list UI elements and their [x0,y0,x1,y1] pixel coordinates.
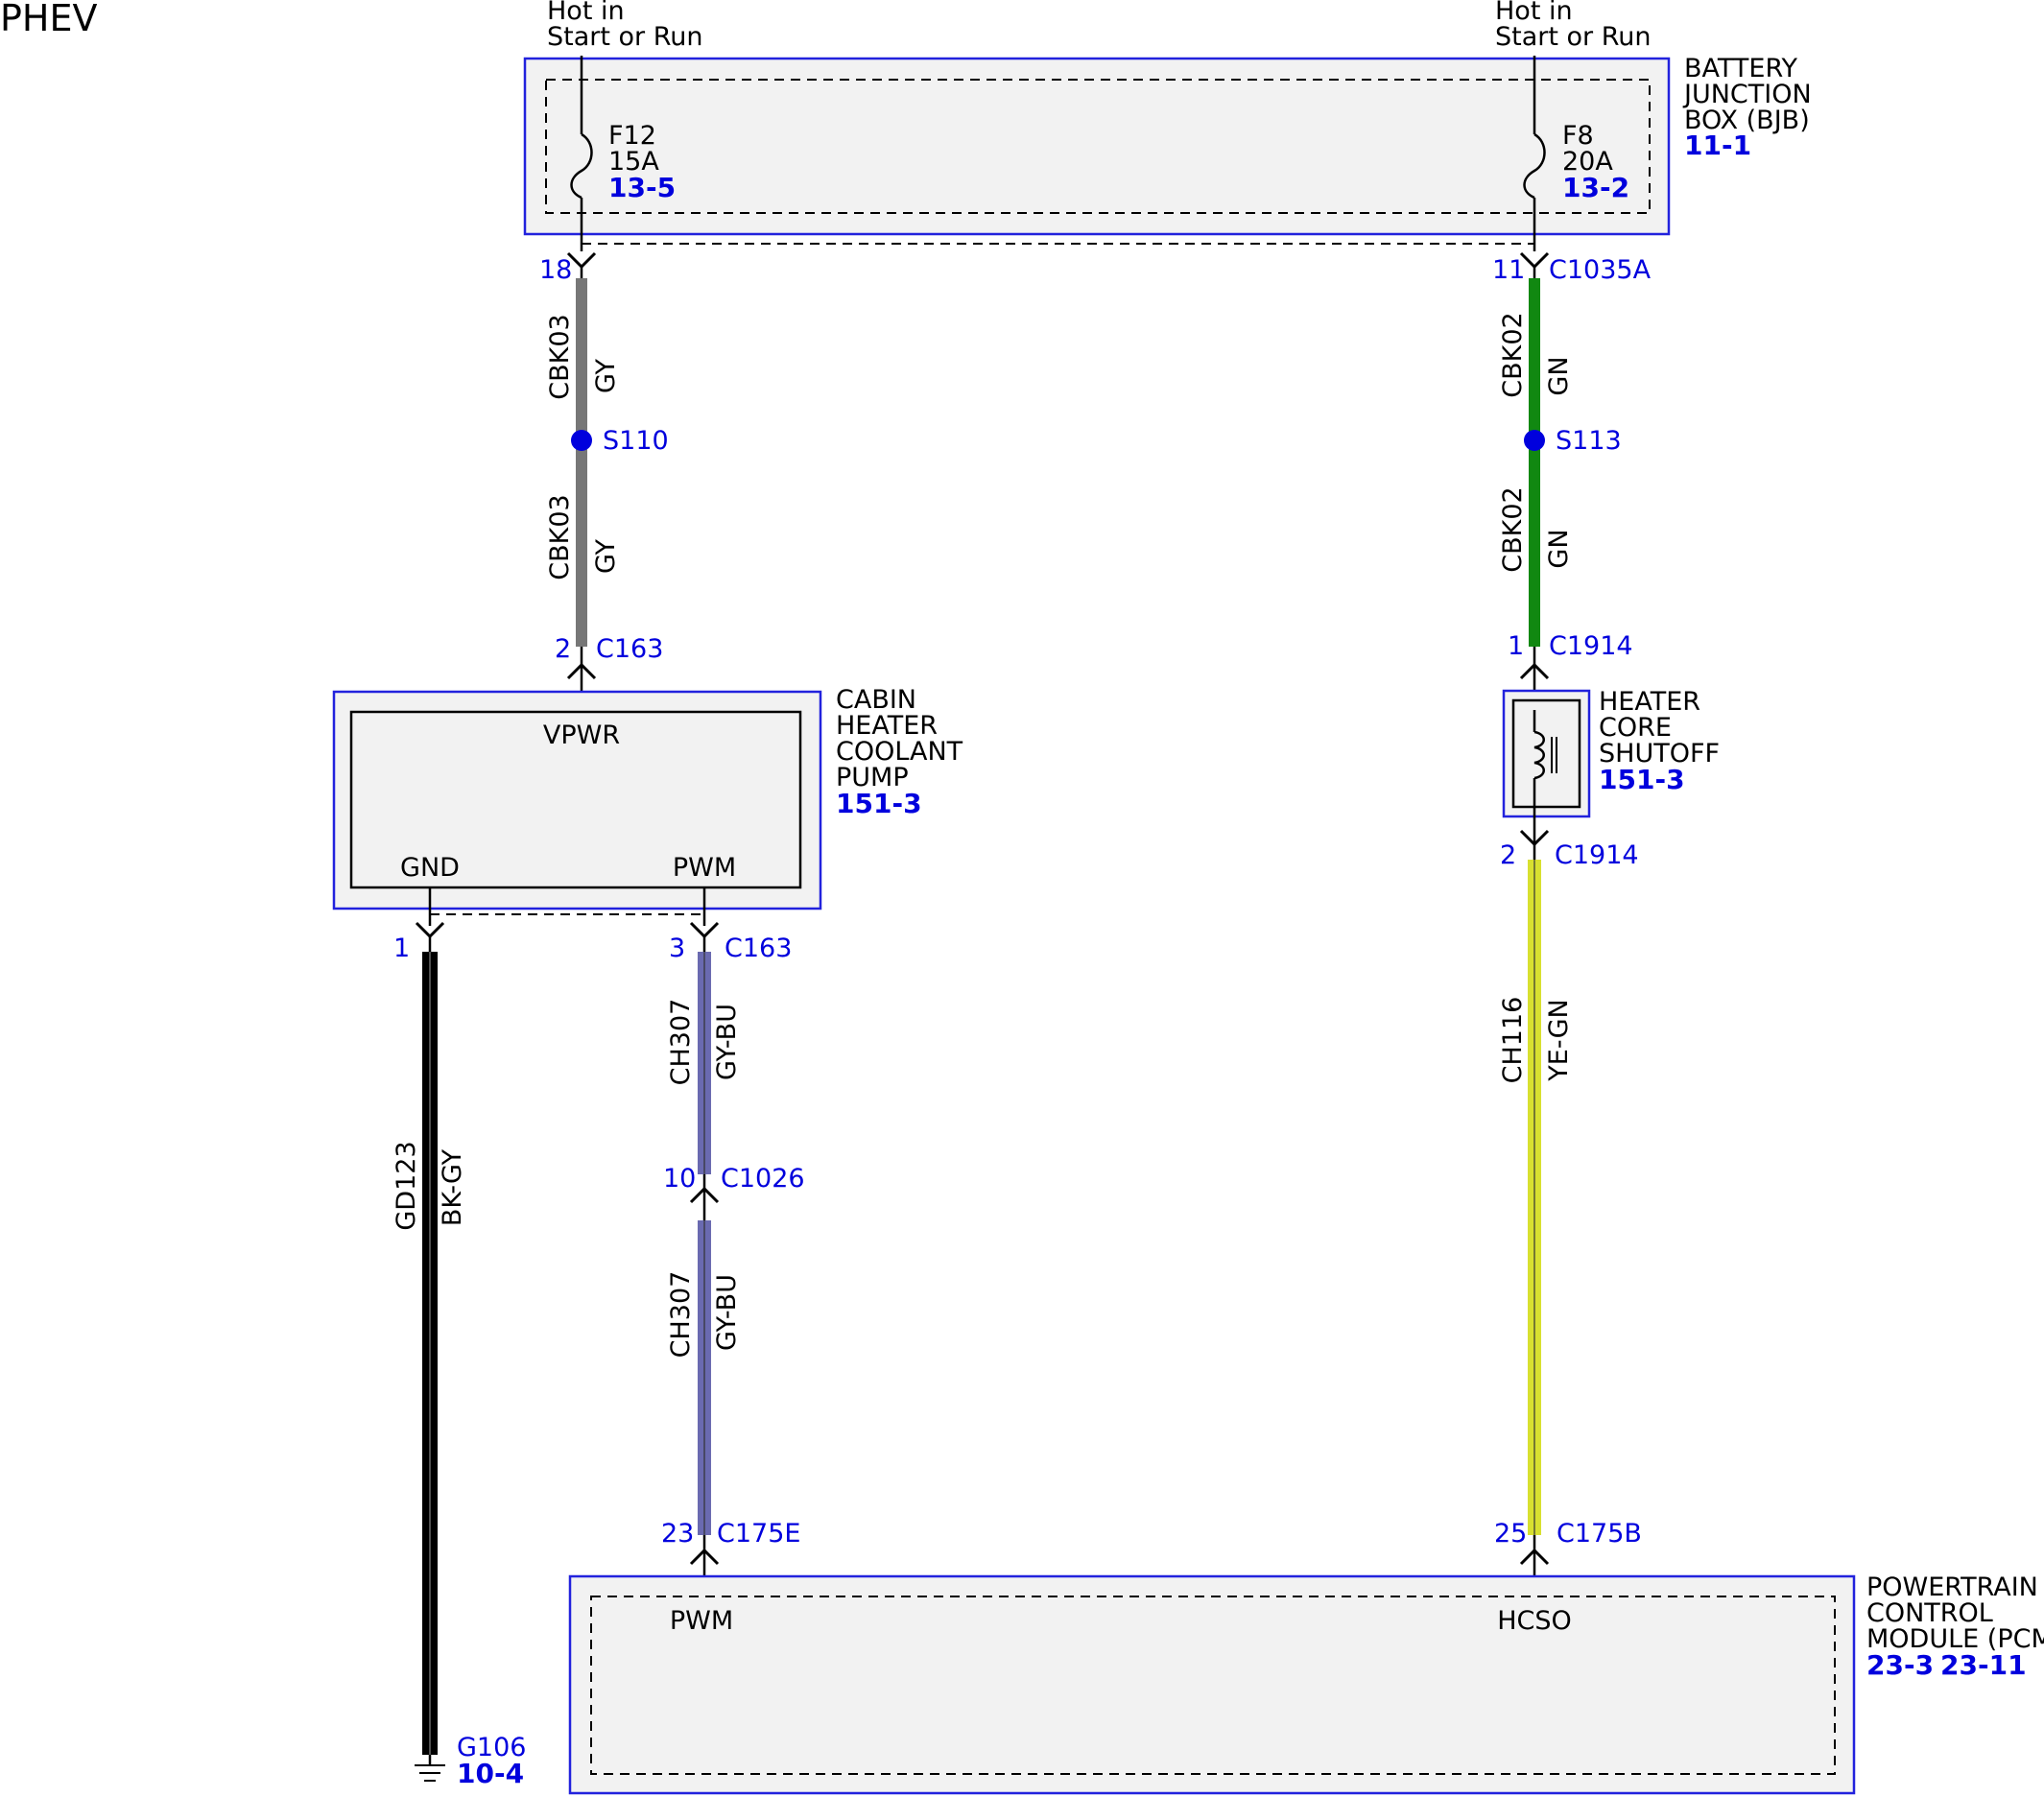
connector-c175b-icon [1519,1548,1550,1566]
wire-cbk02-upper-color: GN [1544,356,1574,395]
connector-c175e-pin: 23 [661,1519,694,1549]
pcm-name-line2: CONTROL [1866,1598,1993,1628]
connector-c1026-pin: 10 [663,1164,696,1194]
wire-cbk03-lower-circuit: CBK03 [545,494,575,579]
wire-cbk03-upper-color: GY [591,358,621,393]
ground-ref: 10-4 [457,1758,524,1789]
wire-cbk02-lower-circuit: CBK02 [1498,486,1528,572]
wire-cbk02-upper-circuit: CBK02 [1498,312,1528,397]
bjb-ref: 11-1 [1684,130,1751,161]
pcm-name-line3: MODULE (PCM) [1866,1624,2044,1654]
pcm-name-line1: POWERTRAIN [1866,1572,2038,1602]
splice-s110 [571,430,592,451]
fuse-f12-ref: 13-5 [608,172,676,203]
connector-c1914-2-name: C1914 [1555,840,1639,870]
bjb-name-line1: BATTERY [1684,54,1798,83]
pump-name-line4: PUMP [836,763,909,792]
bjb-name-line2: JUNCTION [1682,80,1812,109]
pump-pin-pwm: PWM [673,853,736,883]
cabin-heater-coolant-pump [332,690,822,910]
connector-c1914-2-pin: 2 [1500,840,1516,870]
heater-core-shutoff [1502,689,1591,842]
diagram-title: PHEV [0,0,98,39]
solenoid-coil-icon [1533,730,1545,780]
pcm-pin-pwm: PWM [670,1606,733,1636]
fuse-f12-name: F12 [608,121,656,151]
wire-ch116-color: YE-GN [1544,999,1574,1081]
connector-c175e-icon [689,1548,720,1566]
connector-c163-2-pin: 2 [555,634,571,664]
power-source-left-line1: Hot in [547,0,625,26]
connector-c163-3-pin: 3 [669,934,685,963]
fuse-f8-name: F8 [1562,121,1594,151]
pump-pin-gnd: GND [400,853,460,883]
pump-name-line3: COOLANT [836,737,963,767]
wire-cbk03-lower-color: GY [591,538,621,574]
pcm-ref-1: 23-3 [1866,1649,1934,1681]
connector-c1914-1-name: C1914 [1549,631,1633,661]
ground-icon [415,1764,445,1782]
pump-pin-vpwr: VPWR [543,721,620,750]
connector-c175b-pin: 25 [1494,1519,1527,1549]
shutoff-name-line1: HEATER [1599,687,1700,717]
connector-c1914-1-pin: 1 [1508,631,1524,661]
splice-s113-name: S113 [1556,426,1622,456]
pump-name-line1: CABIN [836,685,916,715]
connector-18-pin: 18 [539,255,572,285]
connector-c1035a-name: C1035A [1549,255,1652,285]
battery-junction-box [523,57,1671,236]
wire-cbk02 [1529,278,1540,647]
shutoff-name-line2: CORE [1599,713,1672,743]
wire-ch116-circuit: CH116 [1498,997,1528,1084]
connector-c1026-icon [689,1186,720,1204]
power-source-right-line2: Start or Run [1495,22,1652,52]
pump-ref: 151-3 [836,788,922,819]
wire-gd123-circuit: GD123 [392,1141,421,1230]
wire-cbk03-upper [576,278,587,647]
connector-c175b-name: C175B [1557,1519,1642,1549]
wire-cbk03-upper-circuit: CBK03 [545,314,575,399]
splice-s110-name: S110 [603,426,669,456]
powertrain-control-module [568,1574,1856,1795]
wire-ch307-lower-color: GY-BU [712,1274,742,1351]
bjb-name-line3: BOX (BJB) [1684,106,1810,135]
fuse-f12-rating: 15A [608,147,659,177]
shutoff-ref: 151-3 [1599,764,1685,795]
wire-ch307-upper-color: GY-BU [712,1004,742,1080]
wire-ch307-upper-circuit: CH307 [666,999,696,1086]
fuse-f8-rating: 20A [1562,147,1613,177]
pcm-ref-2: 23-11 [1940,1649,2027,1681]
shutoff-name-line3: SHUTOFF [1599,739,1720,768]
connector-c163-2-name: C163 [596,634,663,664]
connector-gnd-1-pin: 1 [393,934,410,963]
ground-name: G106 [457,1733,526,1762]
splice-s113 [1524,430,1545,451]
power-source-right-line1: Hot in [1495,0,1573,26]
fuse-f8-icon [1523,132,1546,200]
connector-c1035a-pin: 11 [1492,255,1525,285]
pump-name-line2: HEATER [836,711,938,741]
wire-ch307-lower-circuit: CH307 [666,1271,696,1359]
fuse-f12-icon [570,132,593,200]
connector-c163-3-name: C163 [725,934,792,963]
wire-cbk02-lower-color: GN [1544,529,1574,568]
power-source-left-line2: Start or Run [547,22,703,52]
wire-gd123-color: BK-GY [438,1148,467,1226]
connector-c175e-name: C175E [717,1519,800,1549]
fuse-f8-ref: 13-2 [1562,172,1629,203]
pcm-pin-hcso: HCSO [1497,1606,1572,1636]
connector-c1026-name: C1026 [721,1164,805,1194]
